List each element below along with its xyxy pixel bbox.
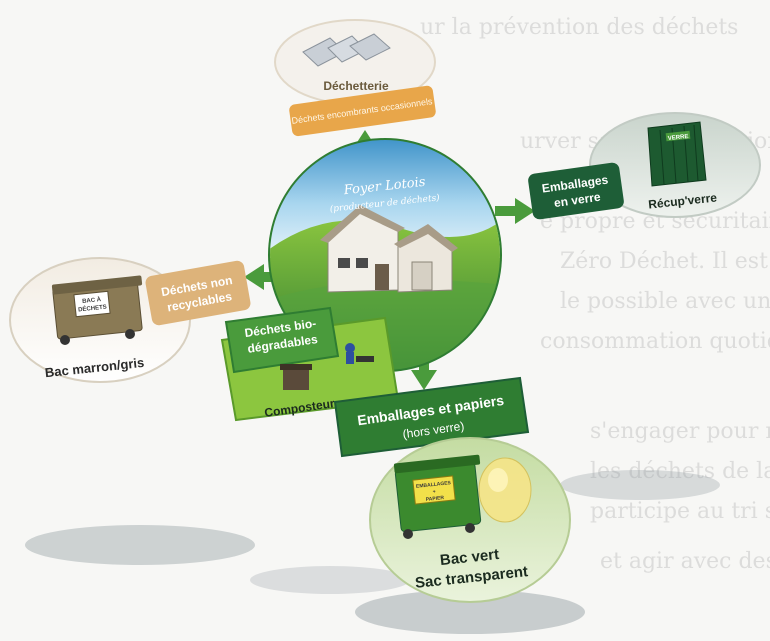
house-illustration [320,205,458,293]
shadow [355,590,585,634]
background-text-line: ur la prévention des déchets [420,15,739,40]
background-text-line: le possible avec un compostage [560,289,770,314]
bac-vert-tag-line3: PAPIER [426,495,445,503]
encombrants-note-box [289,85,436,137]
shadow [250,566,410,594]
non-recyclable-tag [145,260,251,326]
bac-marron-tag-line1: BAC À [82,296,102,305]
bac-marron-tag-line2: DÉCHETS [78,303,107,314]
background-text-line: participe au tri sélectif [590,499,770,524]
background-text-line: consommation quotidienne [540,329,770,354]
bac-vert-bubble [369,437,571,603]
dechetterie-bubble [274,19,436,105]
background-text-line: s'engager pour réduire [590,419,770,444]
arrow-right [495,198,535,224]
dechetterie-label: Déchetterie [323,79,389,93]
bac-vert-label: Bac vert [439,546,500,569]
verre-tag-line2: en verre [553,190,602,210]
bac-vert-tag-line2: + [432,489,436,495]
background-text-line: et agir avec des gestes simples [600,549,770,574]
shadow [25,525,255,565]
background-text-line: Zéro Déchet. Il est possible de [560,249,770,274]
bac-vert-tag-line1: EMBALLAGES [416,480,452,490]
verre-tag [528,162,624,220]
shadow [560,470,720,500]
verre-bin-sign: VERRE [668,134,689,142]
recup-verre-bubble [589,112,761,218]
bac-marron-bubble [9,257,191,383]
background-text-line: les déchets de la maison [590,459,770,484]
packaging-tag [333,376,530,458]
